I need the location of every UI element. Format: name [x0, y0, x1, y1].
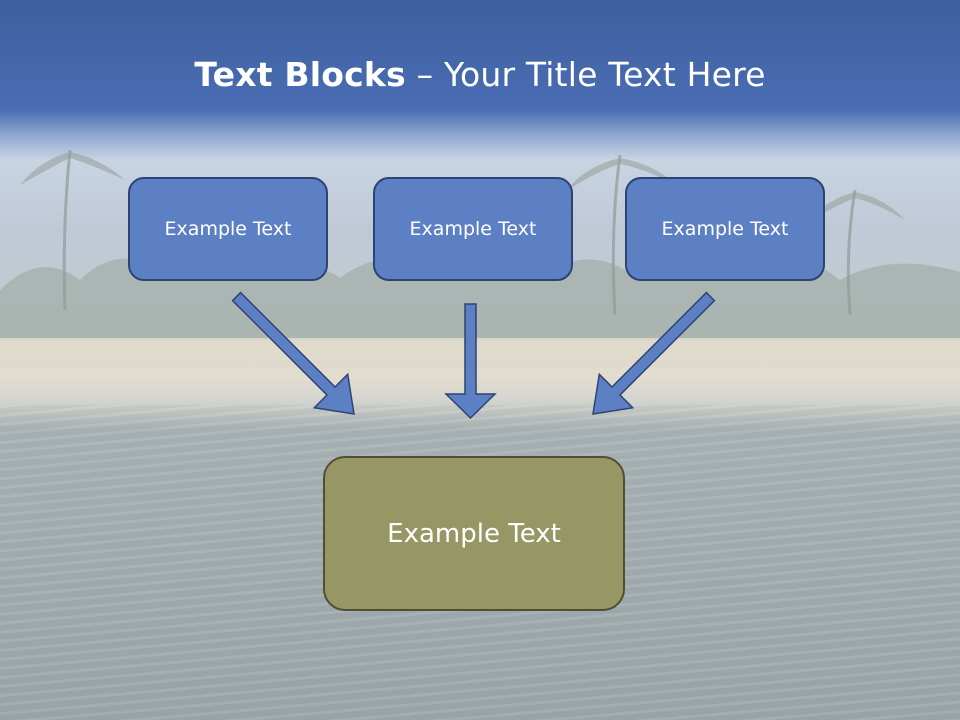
arrow-right-icon [592, 291, 716, 415]
title-bold: Text Blocks [194, 55, 406, 94]
title-rest: Your Title Text Here [443, 55, 766, 94]
text-block-center[interactable]: Example Text [373, 177, 573, 281]
text-block-right[interactable]: Example Text [625, 177, 825, 281]
text-block-left[interactable]: Example Text [128, 177, 328, 281]
slide-title: Text Blocks – Your Title Text Here [0, 52, 960, 98]
arrow-left-icon [231, 291, 355, 415]
title-dash: – [405, 55, 444, 94]
target-text-block-label: Example Text [387, 518, 561, 549]
arrow-down-icon [444, 303, 497, 420]
target-text-block[interactable]: Example Text [323, 456, 625, 611]
text-block-center-label: Example Text [409, 218, 537, 240]
text-block-right-label: Example Text [661, 218, 789, 240]
text-block-left-label: Example Text [164, 218, 292, 240]
